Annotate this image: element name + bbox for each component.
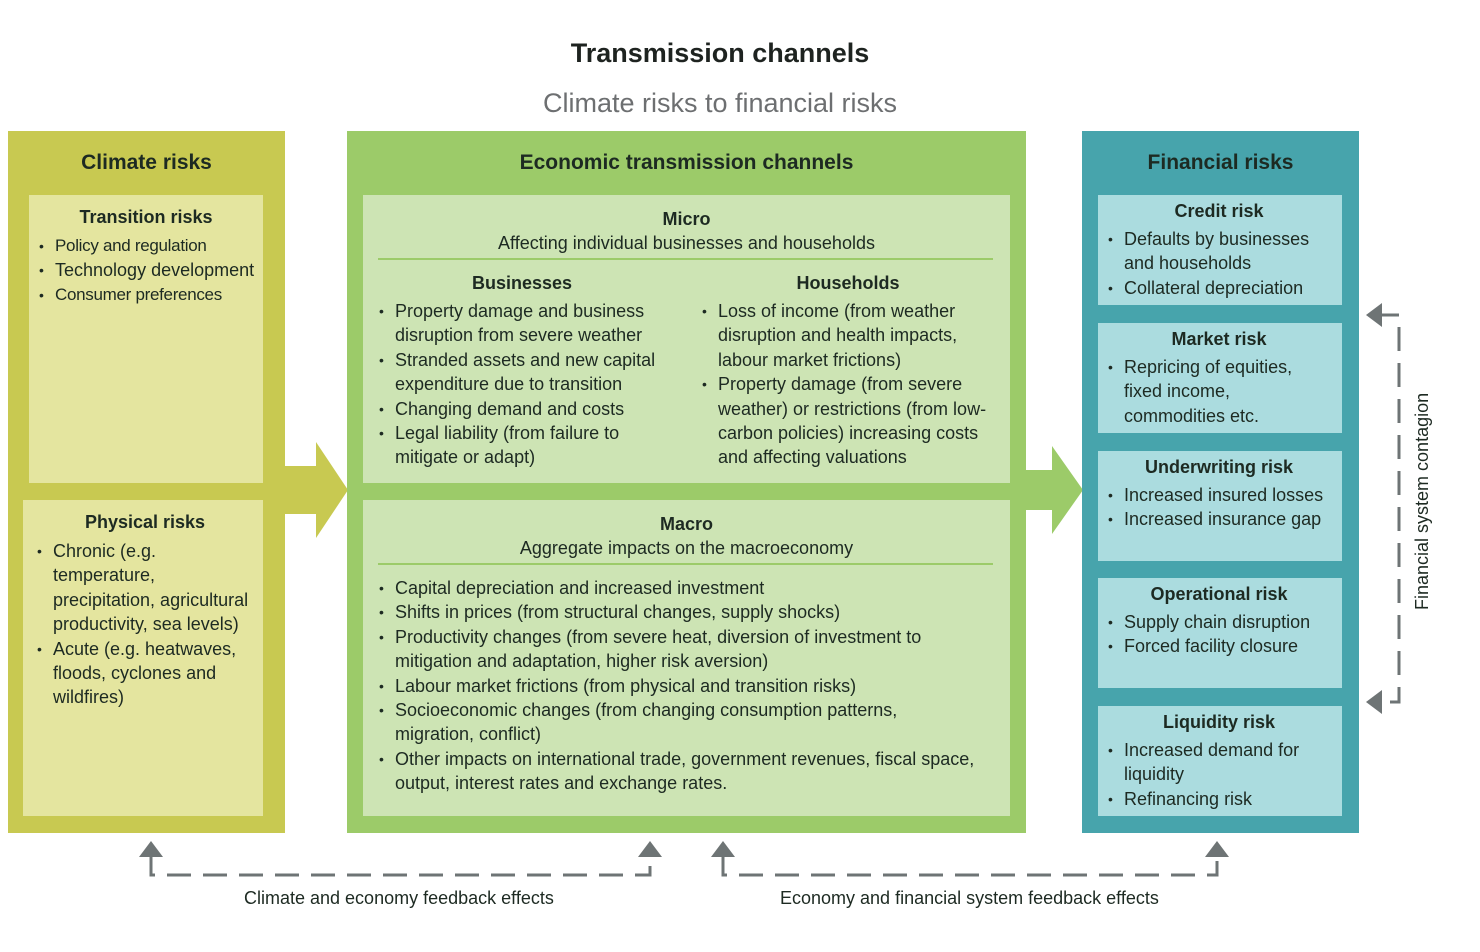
list-item: Stranded assets and new capital expendit… — [377, 348, 677, 397]
liquidity-risk-box: Liquidity risk Increased demand for liqu… — [1098, 706, 1342, 816]
list-item: Property damage and business disruption … — [377, 299, 677, 348]
climate-to-economic-arrow — [284, 442, 348, 538]
physical-risks-list: Chronic (e.g. temperature, precipitation… — [35, 539, 255, 710]
businesses-list: Property damage and business disruption … — [377, 299, 677, 470]
macro-box: Macro Aggregate impacts on the macroecon… — [363, 500, 1010, 816]
macro-list: Capital depreciation and increased inves… — [377, 576, 977, 796]
credit-risk-list: Defaults by businesses and households Co… — [1106, 227, 1332, 301]
arrowhead-up-icon — [1205, 841, 1229, 857]
list-item: Supply chain disruption — [1106, 610, 1332, 635]
micro-subtitle: Affecting individual businesses and hous… — [498, 233, 875, 253]
list-item: Refinancing risk — [1106, 787, 1332, 812]
physical-risks-box: Physical risks Chronic (e.g. temperature… — [23, 500, 263, 816]
diagram-title: Transmission channels — [570, 38, 870, 68]
financial-contagion-feedback-line — [1375, 313, 1401, 704]
list-item: Loss of income (from weather disruption … — [700, 299, 1000, 372]
financial-contagion-label: Financial system contagion — [1412, 392, 1432, 610]
list-item: Increased demand for liquidity — [1106, 738, 1332, 787]
climate-risks-title: Climate risks — [81, 151, 212, 174]
micro-title: Micro — [662, 209, 711, 229]
economy-financial-feedback-line — [721, 855, 1219, 877]
households-list: Loss of income (from weather disruption … — [700, 299, 1000, 470]
economic-to-financial-arrow — [1025, 446, 1083, 534]
businesses-title: Businesses — [471, 273, 573, 293]
transition-risks-list: Policy and regulation Technology develop… — [37, 234, 255, 308]
climate-economy-feedback-line — [149, 855, 652, 877]
list-item: Shifts in prices (from structural change… — [377, 600, 977, 625]
financial-risks-column: Financial risks Credit risk Defaults by … — [1082, 131, 1359, 833]
list-item: Property damage (from severe weather) or… — [700, 372, 1000, 470]
financial-risks-title: Financial risks — [1147, 151, 1294, 174]
list-item: Labour market frictions (from physical a… — [377, 674, 977, 699]
market-risk-box: Market risk Repricing of equities, fixed… — [1098, 323, 1342, 433]
macro-subtitle: Aggregate impacts on the macroeconomy — [519, 538, 854, 558]
arrowhead-left-icon — [1366, 690, 1382, 714]
list-item: Chronic (e.g. temperature, precipitation… — [35, 539, 255, 637]
underwriting-risk-list: Increased insured losses Increased insur… — [1106, 483, 1332, 532]
diagram-subtitle: Climate risks to financial risks — [542, 88, 898, 118]
list-item: Increased insured losses — [1106, 483, 1332, 508]
physical-risks-title: Physical risks — [84, 512, 206, 532]
list-item: Increased insurance gap — [1106, 507, 1332, 532]
list-item: Capital depreciation and increased inves… — [377, 576, 977, 601]
list-item: Defaults by businesses and households — [1106, 227, 1332, 276]
list-item: Forced facility closure — [1106, 634, 1332, 659]
liquidity-risk-title: Liquidity risk — [1162, 712, 1276, 732]
list-item: Acute (e.g. heatwaves, floods, cyclones … — [35, 637, 255, 710]
list-item: Other impacts on international trade, go… — [377, 747, 977, 796]
operational-risk-box: Operational risk Supply chain disruption… — [1098, 578, 1342, 688]
market-risk-title: Market risk — [1171, 329, 1267, 349]
arrowhead-up-icon — [638, 841, 662, 857]
list-item: Consumer preferences — [37, 283, 255, 308]
underwriting-risk-title: Underwriting risk — [1144, 457, 1294, 477]
list-item: Policy and regulation — [37, 234, 255, 259]
arrowhead-left-icon — [1366, 303, 1382, 327]
economic-channels-column: Economic transmission channels Micro Aff… — [347, 131, 1026, 833]
households-title: Households — [796, 273, 900, 293]
transition-risks-box: Transition risks Policy and regulation T… — [29, 195, 263, 483]
businesses-section: Businesses Property damage and business … — [377, 273, 677, 470]
macro-divider — [378, 563, 993, 565]
economic-channels-title: Economic transmission channels — [519, 151, 854, 174]
economy-financial-feedback-label: Economy and financial system feedback ef… — [780, 888, 1159, 908]
list-item: Collateral depreciation — [1106, 276, 1332, 301]
list-item: Productivity changes (from severe heat, … — [377, 625, 977, 674]
climate-risks-column: Climate risks Transition risks Policy an… — [8, 131, 285, 833]
list-item: Legal liability (from failure to mitigat… — [377, 421, 677, 470]
micro-divider — [378, 258, 993, 260]
market-risk-list: Repricing of equities, fixed income, com… — [1106, 355, 1296, 428]
macro-title: Macro — [659, 514, 713, 534]
list-item: Socioeconomic changes (from changing con… — [377, 698, 977, 747]
arrowhead-up-icon — [139, 841, 163, 857]
arrowhead-up-icon — [711, 841, 735, 857]
credit-risk-title: Credit risk — [1174, 201, 1264, 221]
list-item: Repricing of equities, fixed income, com… — [1106, 355, 1296, 428]
operational-risk-list: Supply chain disruption Forced facility … — [1106, 610, 1332, 659]
list-item: Changing demand and costs — [377, 397, 677, 422]
households-section: Households Loss of income (from weather … — [700, 273, 1000, 470]
liquidity-risk-list: Increased demand for liquidity Refinanci… — [1106, 738, 1332, 812]
list-item: Technology development — [37, 258, 255, 283]
credit-risk-box: Credit risk Defaults by businesses and h… — [1098, 195, 1342, 305]
transition-risks-title: Transition risks — [79, 207, 213, 227]
climate-economy-feedback-label: Climate and economy feedback effects — [244, 888, 554, 908]
micro-box: Micro Affecting individual businesses an… — [363, 195, 1010, 483]
operational-risk-title: Operational risk — [1150, 584, 1288, 604]
underwriting-risk-box: Underwriting risk Increased insured loss… — [1098, 451, 1342, 561]
